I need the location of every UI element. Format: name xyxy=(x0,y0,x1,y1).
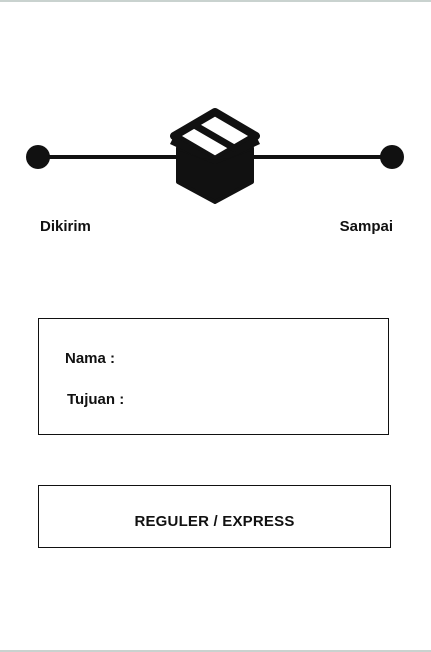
bottom-divider xyxy=(0,650,431,652)
progress-track-graphic xyxy=(26,108,404,204)
shipment-info-card: Nama : Tujuan : xyxy=(38,318,389,435)
top-divider xyxy=(0,0,431,2)
origin-status-label: Dikirim xyxy=(40,218,91,235)
end-point-dot xyxy=(380,145,404,169)
service-type-label: REGULER / EXPRESS xyxy=(134,513,295,530)
service-type-selector[interactable]: REGULER / EXPRESS xyxy=(38,485,391,548)
destination-label: Tujuan : xyxy=(67,391,125,408)
package-box-icon xyxy=(170,108,260,204)
start-point-dot xyxy=(26,145,50,169)
recipient-name-label: Nama : xyxy=(65,350,116,367)
destination-status-label: Sampai xyxy=(339,218,393,235)
shipment-progress-tracker xyxy=(0,100,431,210)
